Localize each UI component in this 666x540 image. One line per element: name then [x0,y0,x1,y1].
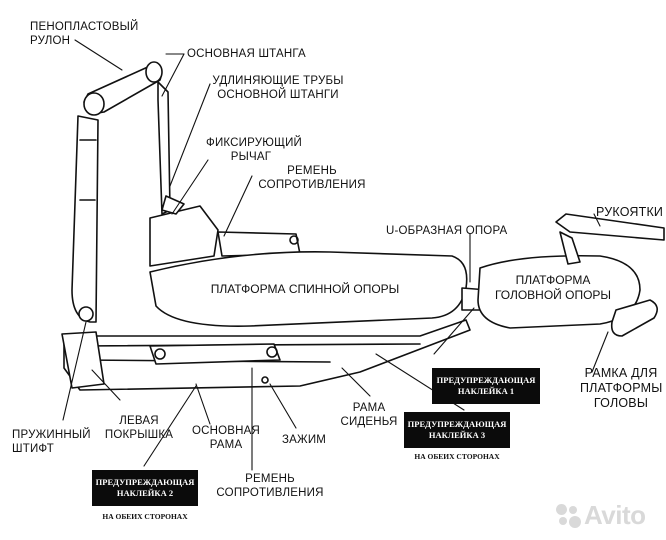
label-spring-pin: ПРУЖИННЫЙ ШТИФТ [12,429,91,455]
handles-shape [555,213,665,265]
label-left-cover: ЛЕВАЯ ПОКРЫШКА [104,415,174,441]
label-head-frame: РАМКА ДЛЯ ПЛАТФОРМЫ ГОЛОВЫ [580,366,663,410]
head-platform-shape [477,254,641,329]
label-resistance-strap-top: РЕМЕНЬ СОПРОТИВЛЕНИЯ [258,165,366,191]
pivot-assembly [149,195,301,267]
left-cover-shape [61,331,105,389]
warning-sticker-3: ПРЕДУПРЕЖДАЮЩАЯ НАКЛЕЙКА 3 [404,412,510,448]
label-extension-tubes: УДЛИНЯЮЩИЕ ТРУБЫ ОСНОВНОЙ ШТАНГИ [212,75,344,101]
watermark-dots-icon [556,504,582,530]
label-main-frame: ОСНОВНАЯ РАМА [191,425,261,451]
main-bar-shape [71,81,171,323]
label-head-platform: ПЛАТФОРМА ГОЛОВНОЙ ОПОРЫ [494,273,612,302]
label-u-support: U-ОБРАЗНАЯ ОПОРА [386,225,508,237]
note-both-sides-2: НА ОБЕИХ СТОРОНАХ [102,512,188,521]
warning-sticker-1: ПРЕДУПРЕЖДАЮЩАЯ НАКЛЕЙКА 1 [432,368,540,404]
label-seat-frame: РАМА СИДЕНЬЯ [340,402,398,428]
label-main-bar: ОСНОВНАЯ ШТАНГА [187,48,306,60]
clamp-shape [261,376,269,384]
warning-sticker-2: ПРЕДУПРЕЖДАЮЩАЯ НАКЛЕЙКА 2 [92,470,198,506]
watermark-logo: Avito [556,500,660,532]
label-locking-lever: ФИКСИРУЮЩИЙ РЫЧАГ [206,137,303,163]
label-foam-roll: ПЕНОПЛАСТОВЫЙ РУЛОН [30,21,139,47]
note-both-sides-3: НА ОБЕИХ СТОРОНАХ [414,452,500,461]
foam-roll-shape [83,61,163,116]
lower-strap-shape [149,343,281,365]
label-resistance-strap-bottom: РЕМЕНЬ СОПРОТИВЛЕНИЯ [216,473,324,499]
label-back-platform: ПЛАТФОРМА СПИННОЙ ОПОРЫ [210,282,400,296]
label-handles: РУКОЯТКИ [596,205,664,219]
head-frame-shape [610,299,658,337]
label-clamp: ЗАЖИМ [282,434,327,446]
watermark-text: Avito [584,500,646,530]
